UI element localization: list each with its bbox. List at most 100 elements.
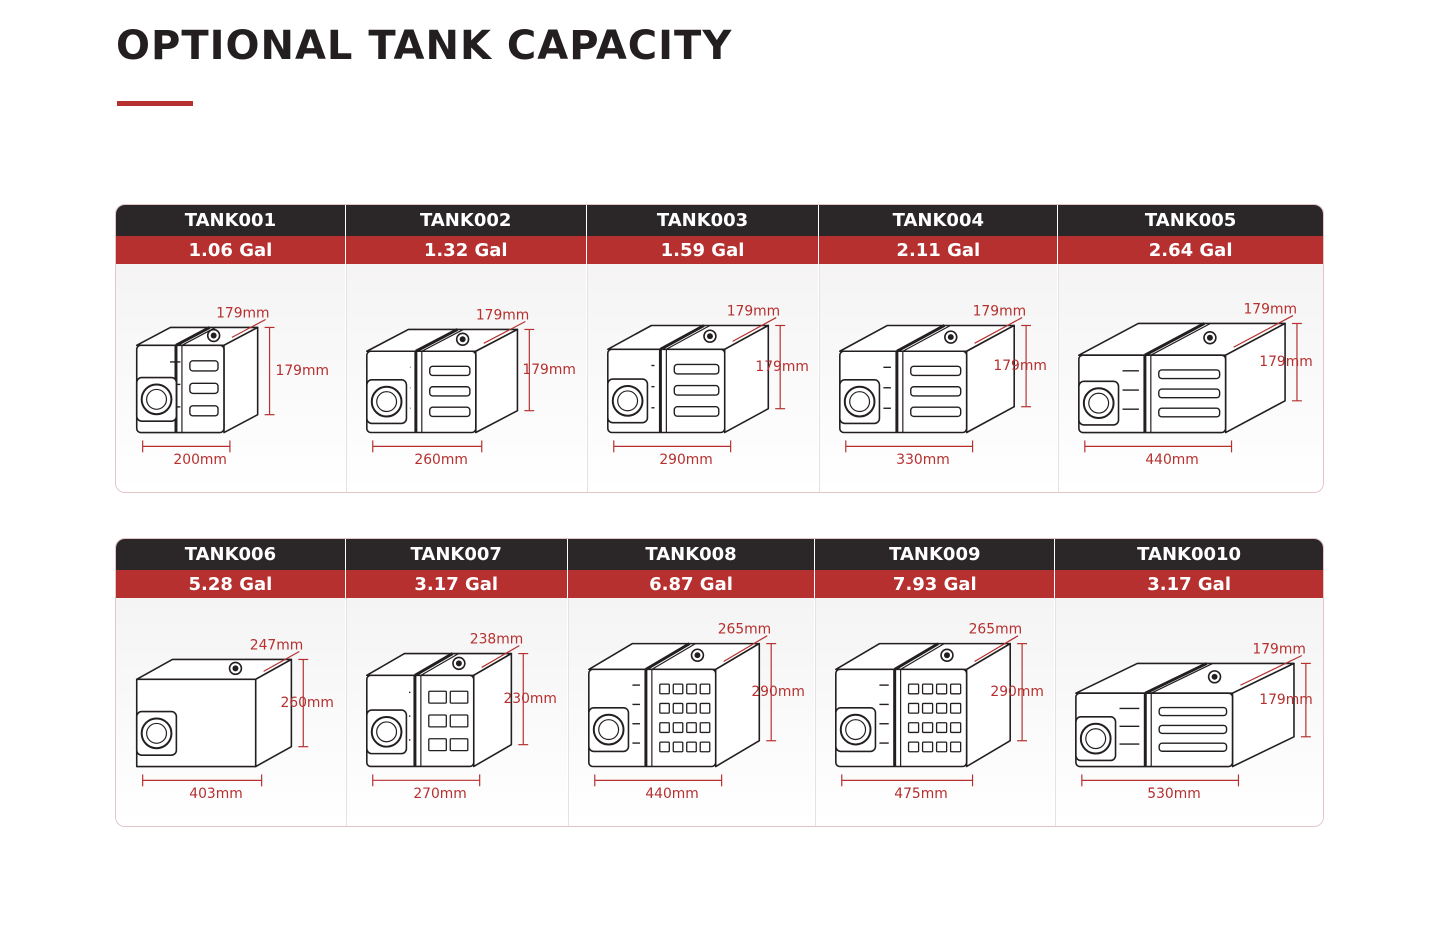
tank-capacity: 1.32 Gal — [345, 236, 586, 264]
window-slot — [936, 683, 948, 695]
window-slot — [672, 683, 684, 695]
dim-width-label: 179mm — [216, 306, 269, 322]
dim-length-label: 290mm — [659, 452, 712, 468]
dim-height-label: 179mm — [1260, 354, 1313, 370]
dim-line-width — [731, 317, 777, 342]
window-slot — [685, 722, 697, 734]
dim-width-label: 179mm — [973, 304, 1026, 320]
rib-slot — [910, 406, 962, 418]
dim-width-label: 238mm — [470, 632, 523, 648]
tank-illustration: 179mm 179mm 290mm — [586, 264, 819, 492]
tank-model-name: TANK007 — [345, 539, 567, 570]
window-slot — [685, 702, 697, 714]
window-slot — [936, 741, 948, 753]
dim-line-width — [1233, 315, 1294, 348]
tank-svg: 179mm 179mm 260mm — [365, 308, 576, 468]
tank-side-face — [223, 326, 259, 434]
rib-slot — [673, 406, 720, 417]
window-slot — [658, 722, 670, 734]
window-slot — [950, 722, 962, 734]
dim-length-label: 200mm — [173, 452, 226, 468]
dim-length-label: 440mm — [645, 786, 698, 802]
window-slot — [427, 690, 447, 704]
window-slot — [672, 722, 684, 734]
tank-model-name: TANK002 — [345, 205, 586, 236]
dim-line-width — [481, 645, 520, 668]
rib-slot — [1158, 706, 1228, 717]
tank-svg: 265mm 290mm 475mm — [835, 622, 1044, 802]
window-slot — [936, 722, 948, 734]
window-slot — [908, 722, 920, 734]
rib-slot — [1158, 407, 1221, 418]
rib-slot — [673, 384, 720, 396]
window-slot — [658, 683, 670, 695]
tank-illustration: 265mm 290mm 475mm — [815, 598, 1055, 826]
rib-slot — [1158, 724, 1228, 735]
window-slot — [672, 702, 684, 714]
rib-slot — [910, 365, 962, 377]
rib-slot — [428, 386, 471, 397]
rib-slot — [910, 386, 962, 397]
tank-illustration: 179mm 179mm 260mm — [345, 264, 586, 492]
tank-capacity: 6.87 Gal — [567, 570, 815, 598]
rib-slot — [1158, 742, 1228, 752]
window-slot — [908, 702, 920, 714]
dim-height-label: 179mm — [755, 359, 808, 375]
tank-strap — [1144, 662, 1208, 695]
window-slot — [922, 741, 934, 753]
window-slot — [950, 683, 962, 695]
window-slot — [908, 741, 920, 753]
rib-slot — [189, 360, 219, 372]
tank-model-name: TANK005 — [1058, 205, 1323, 236]
window-slot — [950, 741, 962, 753]
rib-slot — [673, 363, 720, 375]
window-slot — [699, 702, 711, 714]
rib-slot — [428, 406, 471, 418]
window-slot — [449, 690, 469, 704]
window-slot — [699, 683, 711, 695]
tank-strap — [894, 642, 940, 671]
page-title: OPTIONAL TANK CAPACITY — [116, 23, 733, 69]
window-slot — [427, 738, 447, 752]
window-slot — [672, 741, 684, 753]
window-slot — [449, 738, 469, 752]
dim-width-label: 179mm — [476, 308, 529, 324]
tank-strap — [644, 642, 690, 671]
dim-height-label: 179mm — [522, 362, 575, 378]
dim-width-label: 265mm — [969, 622, 1022, 638]
dim-line-width — [974, 317, 1023, 344]
window-slot — [658, 702, 670, 714]
tank-model-name: TANK009 — [815, 539, 1055, 570]
dim-height-label: 260mm — [280, 695, 333, 711]
dim-length-label: 260mm — [414, 452, 467, 468]
window-slot — [922, 702, 934, 714]
rib-slot — [1158, 388, 1221, 399]
tank-model-name: TANK008 — [567, 539, 815, 570]
dim-line-width — [974, 635, 1019, 662]
dim-length-label: 475mm — [895, 786, 948, 802]
tank-strap — [1144, 322, 1206, 357]
dim-width-label: 179mm — [726, 304, 779, 320]
dim-height-label: 290mm — [991, 684, 1044, 700]
tank-drawing: 179mm 179mm 290mm — [606, 304, 808, 468]
tank-model-name: TANK003 — [586, 205, 819, 236]
window-slot — [908, 683, 920, 695]
